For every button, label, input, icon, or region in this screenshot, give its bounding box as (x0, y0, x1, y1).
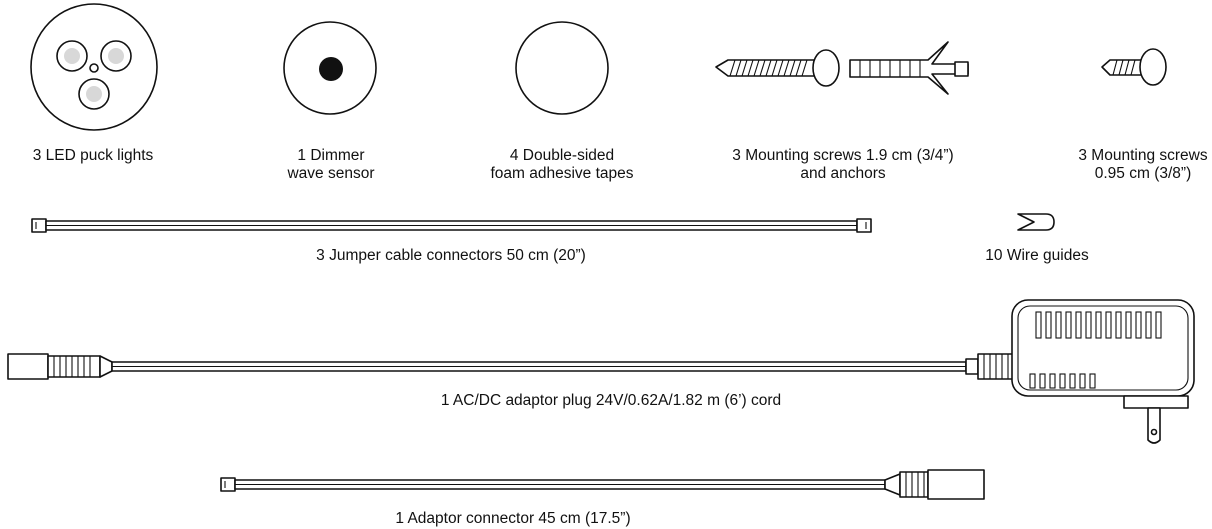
dimmer-sensor-label: 1 Dimmer wave sensor (287, 147, 375, 182)
puck-lights-label: 3 LED puck lights (32, 147, 154, 164)
jumper-cable-label: 3 Jumper cable connectors 50 cm (20”) (316, 247, 586, 264)
adaptor-connector-illustration (220, 469, 985, 500)
wall-anchor-illustration (849, 41, 969, 95)
led-puck-light-illustration (30, 3, 158, 131)
long-screws-label: 3 Mounting screws 1.9 cm (3/4”) and anch… (732, 147, 954, 182)
adaptor-plug-label: 1 AC/DC adaptor plug 24V/0.62A/1.82 m (6… (440, 392, 782, 409)
short-screws-label: 3 Mounting screws 0.95 cm (3/8”) (1078, 147, 1208, 182)
adaptor-connector-label: 1 Adaptor connector 45 cm (17.5”) (395, 510, 631, 527)
long-screw-illustration (715, 49, 840, 87)
wire-guides-label: 10 Wire guides (985, 247, 1089, 264)
foam-tape-label: 4 Double-sided foam adhesive tapes (490, 147, 634, 182)
jumper-cable-illustration (31, 218, 872, 233)
dimmer-sensor-illustration (283, 21, 377, 115)
short-screw-illustration (1101, 48, 1167, 86)
wire-guide-illustration (1017, 213, 1055, 231)
foam-tape-illustration (515, 21, 609, 115)
adaptor-plug-cord-illustration (7, 299, 1195, 444)
